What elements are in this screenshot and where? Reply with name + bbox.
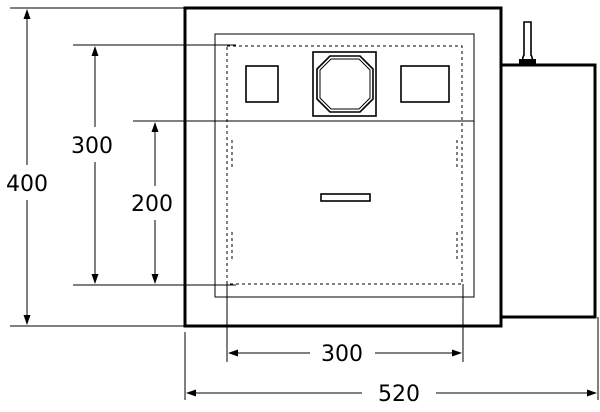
main-cabinet (183, 6, 503, 328)
dimension-inner-width: 300 (228, 342, 462, 367)
outer-width-label: 520 (378, 382, 420, 407)
chamber-height-label: 200 (131, 192, 173, 217)
inner-dashed-outline (226, 45, 463, 285)
side-unit (499, 21, 597, 319)
door-handle (320, 193, 371, 202)
right-window (400, 65, 450, 103)
dimension-inner-height: 300 (71, 46, 113, 284)
dimension-outer-width: 520 (186, 382, 597, 407)
inner-width-label: 300 (321, 342, 363, 367)
left-window (245, 65, 279, 103)
cabinet-inner-frame (214, 33, 475, 298)
octagon-port (316, 55, 374, 113)
hinge-marks (231, 140, 458, 262)
dimension-outer-height: 400 (6, 8, 48, 325)
octagon-port-inner (319, 58, 371, 110)
extension-lines (10, 7, 599, 400)
center-port-frame (312, 51, 377, 117)
outer-height-label: 400 (6, 172, 48, 197)
pipe-base (519, 59, 536, 65)
dimension-chamber-height: 200 (131, 122, 173, 284)
side-unit-body (499, 63, 597, 319)
side-unit-pipe (521, 21, 534, 63)
inner-height-label: 300 (71, 134, 113, 159)
